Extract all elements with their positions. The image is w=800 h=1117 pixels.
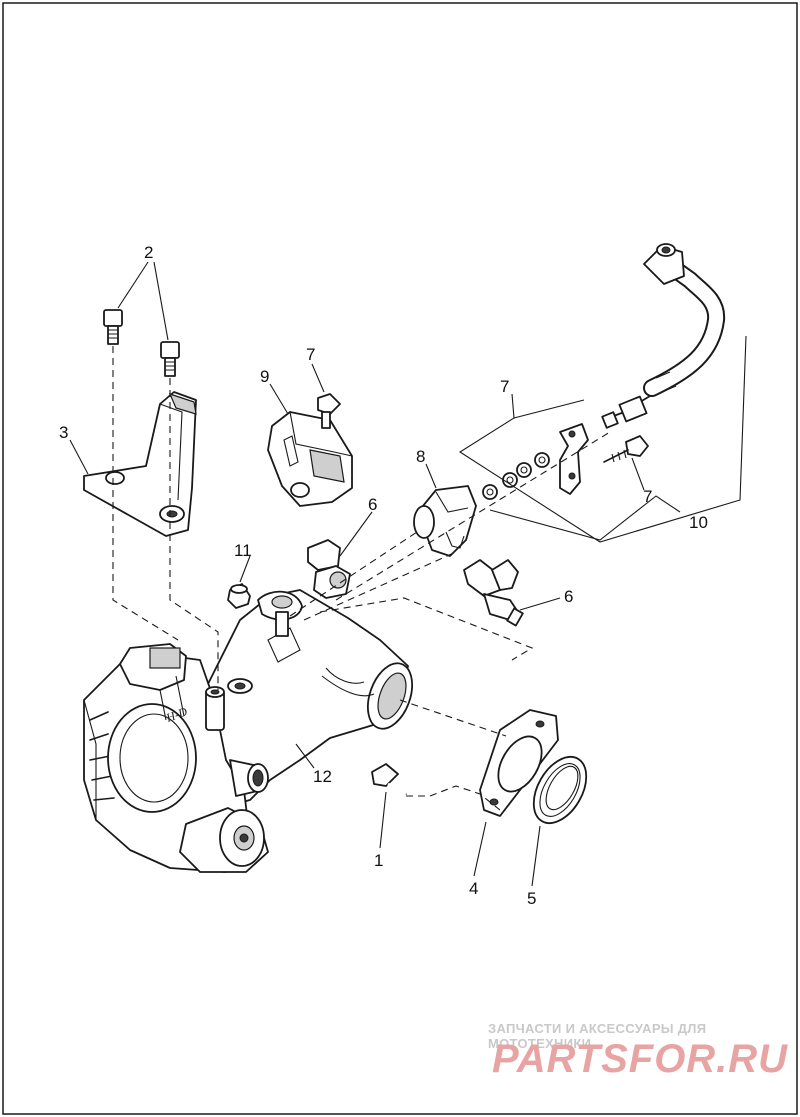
svg-text:PARTSFOR.RU: PARTSFOR.RU	[492, 1037, 788, 1080]
watermark-logo: PARTSFOR.RU	[492, 1037, 788, 1080]
callout-6-lower: 6	[564, 587, 574, 606]
screw-part-1	[371, 763, 407, 796]
screw-part-2b	[160, 341, 180, 377]
oring-set-part-7b	[482, 423, 589, 500]
seal-part-5	[532, 756, 588, 824]
callout-7-sensor: 7	[306, 345, 316, 364]
leader-lines	[69, 261, 747, 887]
callout-6-upper: 6	[368, 495, 378, 514]
fuel-elbow-part-8	[413, 485, 477, 557]
callout-12: 12	[313, 767, 332, 786]
screw-part-7a	[317, 393, 341, 429]
callout-5: 5	[527, 889, 537, 908]
callout-3: 3	[59, 423, 69, 442]
callout-8: 8	[416, 447, 426, 466]
callout-11: 11	[234, 541, 252, 560]
callout-1: 1	[374, 851, 384, 870]
callout-7-screw: 7	[643, 487, 653, 506]
callout-7-orings: 7	[500, 377, 510, 396]
fuel-line-part-10	[601, 243, 726, 429]
bracket-part-3	[83, 391, 197, 537]
callout-4: 4	[469, 879, 479, 898]
alignment-lines	[112, 346, 611, 811]
callout-9: 9	[260, 367, 270, 386]
connector-part-6a	[307, 539, 351, 599]
callout-10: 10	[689, 513, 708, 532]
throttle-body-part-12: H-D	[83, 589, 414, 873]
sensor-part-9	[267, 411, 353, 507]
gasket-part-4	[479, 709, 559, 817]
screw-part-2a	[103, 309, 123, 345]
cap-part-11	[227, 583, 251, 609]
callout-2: 2	[144, 243, 154, 262]
injector-part-6b	[463, 559, 524, 627]
watermark-text: ЗАПЧАСТИ И АКСЕССУАРЫ ДЛЯ МОТОТЕХНИКИ	[488, 1021, 707, 1051]
screw-part-7c	[603, 435, 649, 463]
